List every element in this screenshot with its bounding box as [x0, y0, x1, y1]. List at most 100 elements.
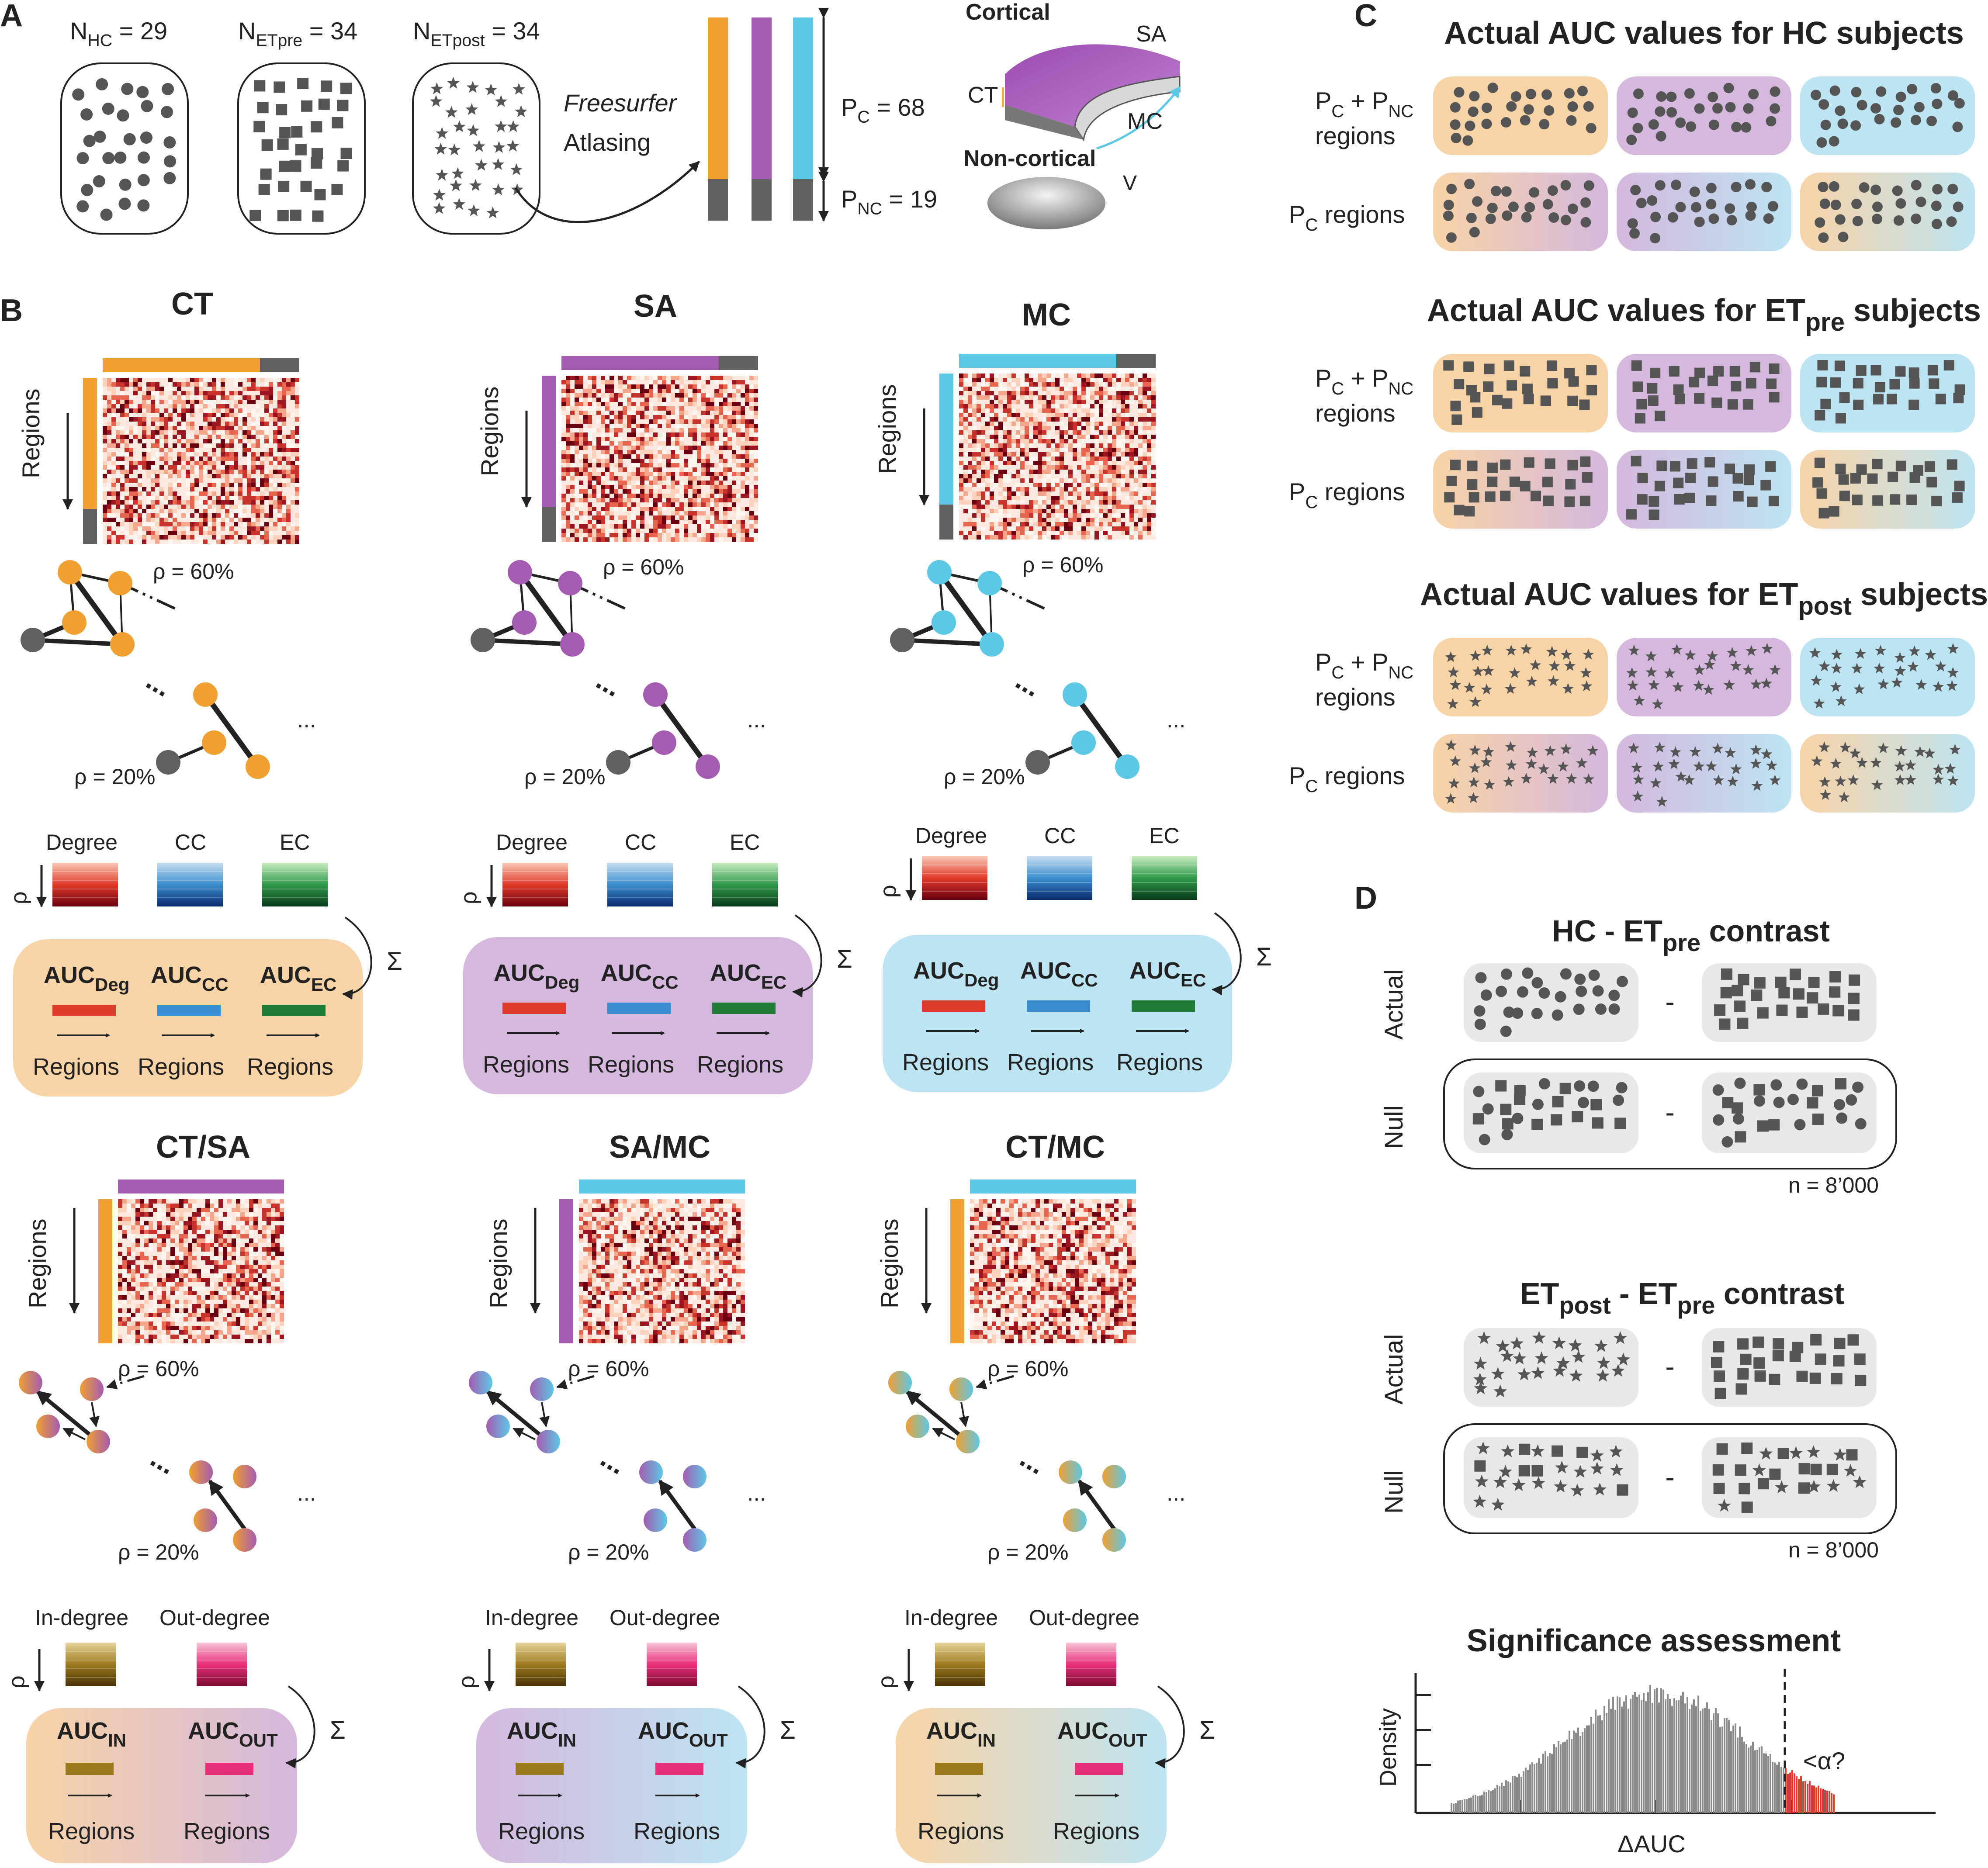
sum-arrow-sigma: Σ — [330, 1716, 346, 1744]
ellipsis-small: ... — [1167, 1481, 1185, 1506]
histogram-bin — [1737, 1737, 1739, 1813]
auc-dot — [1586, 123, 1597, 133]
histogram-bin — [1809, 1781, 1811, 1813]
histogram-bin — [1512, 1776, 1514, 1813]
actual-b-square — [1815, 1353, 1826, 1365]
rho-ramp-rho: ρ — [454, 1675, 479, 1688]
histogram-bin — [1470, 1798, 1472, 1813]
auc-dot — [1770, 86, 1780, 97]
region-bar-noncortical — [708, 179, 728, 221]
cross-title: CT/SA — [156, 1130, 250, 1165]
null-b-square — [1812, 1114, 1824, 1125]
etpre-square — [311, 121, 322, 132]
auc-dot — [1694, 103, 1705, 114]
etpre-square — [332, 117, 343, 128]
auc-square — [1925, 461, 1935, 472]
regions-label: Regions — [588, 1052, 674, 1078]
auc-square — [1524, 394, 1534, 404]
group-title: Actual AUC values for ETpost subjects — [1420, 577, 1988, 620]
auc-square — [1689, 377, 1699, 387]
cortical-bar-left — [939, 374, 953, 505]
etpre-square — [297, 78, 308, 89]
rho-20-label: ρ = 20% — [568, 1540, 649, 1564]
network-node — [956, 1430, 980, 1453]
auc-square — [1711, 398, 1722, 408]
regions-label: Regions — [498, 1818, 585, 1844]
histogram-bin — [1547, 1756, 1548, 1813]
auc-dot — [1690, 187, 1700, 197]
actual-group-a — [1464, 963, 1638, 1042]
n-etpre-label: NETpre = 34 — [238, 17, 357, 50]
auc-dot — [1706, 199, 1716, 209]
histogram-bin — [1667, 1694, 1669, 1813]
auc-square — [1931, 496, 1942, 506]
auc-square — [1633, 381, 1643, 392]
regions-label: Regions — [33, 1054, 119, 1080]
row-label-pc-pnc: PC + PNC — [1315, 364, 1413, 398]
auc-dot — [1632, 123, 1643, 133]
hc-dot — [96, 78, 108, 90]
auc-dot — [1831, 200, 1841, 210]
regions-axis-label: Regions — [476, 387, 503, 476]
histogram-bin — [1575, 1733, 1577, 1813]
in-degree-label: In-degree — [485, 1605, 578, 1630]
histogram-bin — [1466, 1799, 1468, 1813]
auc-dot — [1656, 91, 1666, 102]
histogram-bin — [1597, 1716, 1599, 1813]
auc-square — [1580, 496, 1590, 506]
hc-dot — [118, 197, 131, 210]
auc-dot — [1521, 212, 1532, 222]
adjacency-heatmap — [959, 374, 1156, 540]
cross-title: CT/MC — [1005, 1130, 1105, 1165]
histogram-bin — [1481, 1795, 1483, 1813]
network-node — [110, 632, 135, 657]
auc-dot — [1926, 116, 1937, 126]
histogram-bin — [1455, 1803, 1457, 1813]
histogram-bin — [1743, 1742, 1745, 1813]
histogram-bin — [1697, 1695, 1699, 1813]
histogram-bin — [1833, 1794, 1835, 1813]
cross-heatmap — [118, 1199, 284, 1343]
cross-bar-left — [98, 1199, 112, 1343]
histogram-bin — [1693, 1699, 1695, 1813]
auc-square — [1820, 399, 1831, 409]
auc-square — [1747, 497, 1758, 507]
auc-square — [1769, 392, 1780, 402]
auc-square — [1766, 378, 1777, 389]
actual-b-square — [1818, 1003, 1829, 1015]
hc-dot — [138, 174, 150, 186]
auc-dot — [1859, 182, 1870, 193]
auc-square — [1928, 365, 1938, 375]
rho-ramp-rho: ρ — [876, 885, 901, 898]
histogram-bin — [1477, 1796, 1479, 1813]
auc-square — [1450, 460, 1461, 470]
histogram-bin — [1595, 1709, 1597, 1813]
etpre-square — [277, 210, 289, 221]
null-b-square — [1717, 1443, 1728, 1455]
auc-square — [1944, 360, 1954, 370]
dauc-axis-label: ΔAUC — [1617, 1830, 1686, 1858]
histogram-bin — [1527, 1770, 1529, 1813]
histogram-bin — [1673, 1698, 1675, 1813]
auc-dot — [1541, 89, 1552, 100]
auc-dot — [1469, 91, 1479, 101]
actual-b-square — [1848, 993, 1860, 1004]
etpre-square — [290, 160, 301, 172]
auc-dot — [1818, 182, 1829, 192]
regions-label: Regions — [918, 1818, 1004, 1844]
histogram-bin — [1577, 1728, 1579, 1813]
actual-a-dot — [1501, 969, 1512, 980]
actual-a-dot — [1617, 976, 1628, 987]
cross-bar-top — [579, 1180, 745, 1193]
actual-b-square — [1855, 1375, 1866, 1386]
auc-square — [1647, 383, 1657, 394]
rho-60-label: ρ = 60% — [568, 1356, 649, 1381]
histogram-bin — [1549, 1753, 1551, 1813]
actual-b-square — [1832, 1005, 1844, 1016]
auc-dot — [1633, 89, 1644, 99]
histogram-bin — [1652, 1703, 1653, 1813]
auc-square — [1829, 506, 1839, 517]
auc-ec-line — [1132, 1000, 1195, 1012]
auc-out-line — [1075, 1763, 1123, 1775]
noncortical-bar-left — [939, 505, 953, 540]
